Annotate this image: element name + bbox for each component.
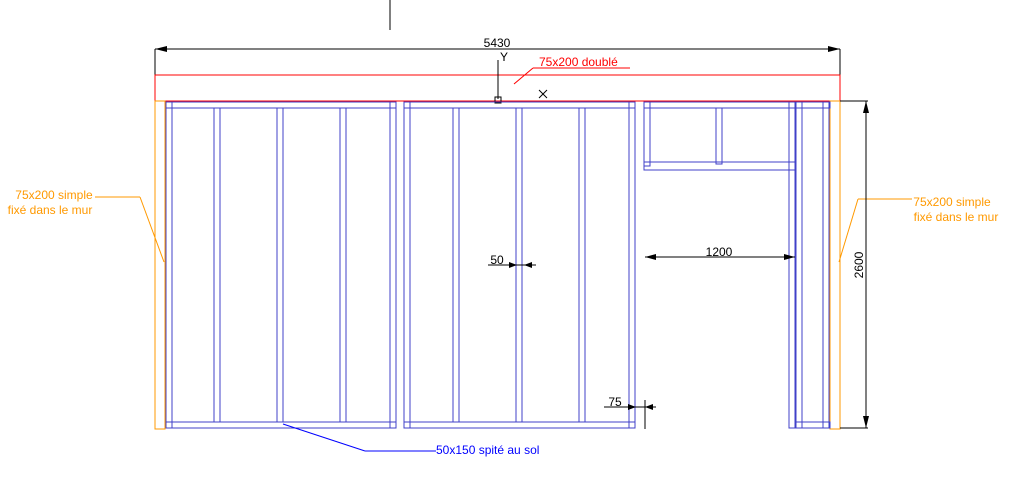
door-frame-bottom-plate xyxy=(795,421,831,429)
door-header xyxy=(643,161,797,171)
frame-top-plate xyxy=(165,101,397,109)
ucs-icon: Y xyxy=(494,50,508,104)
ucs-y-label: Y xyxy=(500,50,508,64)
top-beam-label: 75x200 doublé xyxy=(539,55,618,69)
dimension-stud-50-label: 50 xyxy=(490,253,504,267)
right-post-label-2: fixé dans le mur xyxy=(914,210,999,224)
frame-end-stud xyxy=(403,101,411,429)
dimension-height-label: 2600 xyxy=(852,251,866,278)
right-post xyxy=(829,100,841,430)
frame-top-plate xyxy=(403,101,636,109)
dimension-opening-label: 1200 xyxy=(706,245,733,259)
left-post xyxy=(154,100,166,430)
door-jamb-stud xyxy=(788,101,796,429)
right-post-leader: 75x200 simple fixé dans le mur xyxy=(838,195,999,263)
frame-stud xyxy=(578,107,586,423)
frame-stud xyxy=(452,107,460,423)
frame-stud xyxy=(213,107,221,423)
top-beam-leader: 75x200 doublé xyxy=(513,55,630,85)
sole-plate-leader: 50x150 spité au sol xyxy=(282,423,539,457)
left-post-label-1: 75x200 simple xyxy=(15,188,93,202)
dimension-total-width-label: 5430 xyxy=(484,36,511,50)
door-frame-header-stud xyxy=(715,107,723,165)
dimension-stud-75: 75 xyxy=(604,395,656,429)
dimension-stud-75-label: 75 xyxy=(608,395,622,409)
frame-stud xyxy=(276,107,284,423)
frame-stud xyxy=(339,107,347,423)
cursor-cross-icon xyxy=(538,89,548,99)
door-jamb-stud xyxy=(795,101,803,429)
left-post-leader: 75x200 simple fixé dans le mur xyxy=(8,188,165,263)
left-post-label-2: fixé dans le mur xyxy=(8,203,93,217)
dimension-stud-50: 50 xyxy=(488,253,536,268)
door-frame-left-stud xyxy=(643,101,651,167)
dimension-total-width: 5430 xyxy=(154,36,841,100)
frame-end-stud xyxy=(165,101,173,429)
frame-end-stud xyxy=(389,101,397,429)
sole-plate-label: 50x150 spité au sol xyxy=(436,443,539,457)
dimension-height: 2600 xyxy=(840,100,869,429)
door-frame-end-stud xyxy=(822,101,830,429)
frame-end-stud xyxy=(628,101,636,429)
frame-bottom-plate xyxy=(165,421,397,429)
dimension-opening: 1200 xyxy=(645,245,795,260)
frame-bottom-plate xyxy=(403,421,636,429)
right-post-label-1: 75x200 simple xyxy=(913,195,991,209)
